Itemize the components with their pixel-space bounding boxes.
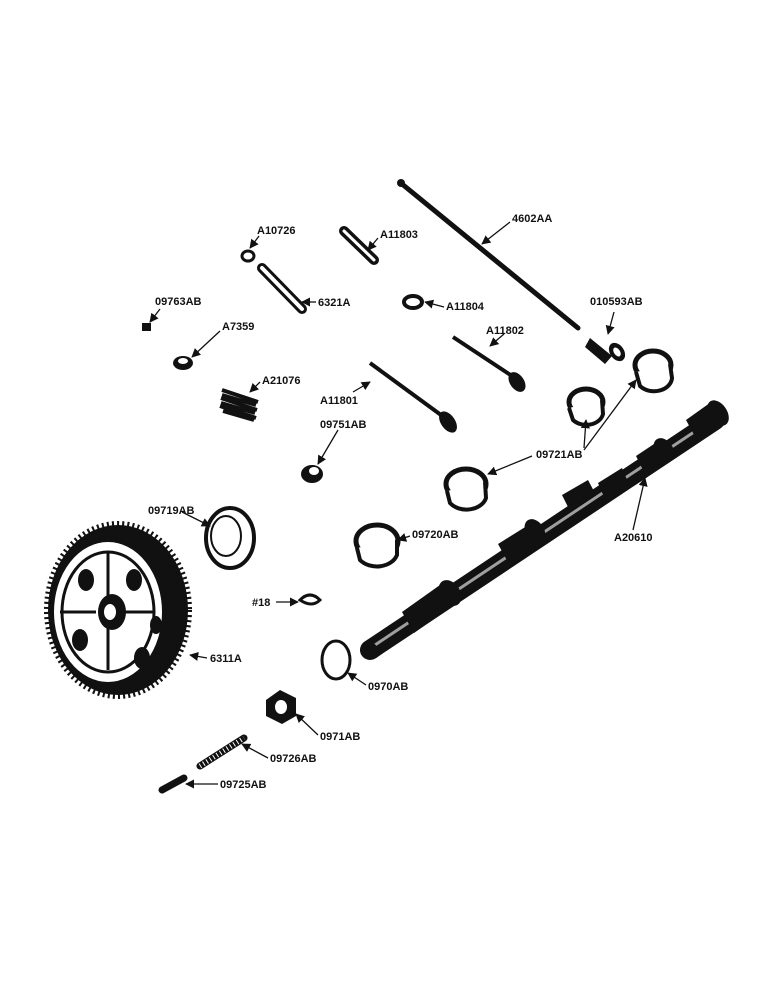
bearing-09721AB-lower [566,386,606,427]
pin-A11803 [339,226,379,265]
label-6311A: 6311A [210,653,242,665]
nut-0971AB [266,690,296,724]
woodruff-key-18 [297,593,323,606]
bearing-09721AB-upper [632,348,675,394]
push-rod-4602AA [397,179,581,331]
label-09725AB: 09725AB [220,779,267,791]
label-A11804: A11804 [446,301,485,313]
part-labels: 4602AA A11803 A10726 6321A A11804 09763A… [148,213,653,791]
bearing-09721AB-mid [443,466,489,512]
spring-A21076 [219,388,259,422]
label-010593AB: 010593AB [590,296,643,308]
label-0971AB: 0971AB [320,731,360,743]
ring-A11804 [402,294,424,310]
label-A21076: A21076 [262,375,301,387]
label-0970AB: 0970AB [368,681,408,693]
label-09763AB: 09763AB [155,296,202,308]
bearing-09720AB [353,522,401,569]
screw-09763AB [142,323,151,331]
leader-lines [149,221,648,789]
washer-0970AB [320,639,352,681]
label-A11801: A11801 [320,395,358,407]
shaft-6321A [257,263,307,314]
label-A10726: A10726 [257,225,296,237]
label-A7359: A7359 [222,321,254,333]
threaded-rod-09726AB [196,734,248,770]
label-4602AA: 4602AA [512,213,552,225]
camshaft-A20610 [360,400,729,660]
label-A11803: A11803 [380,229,418,241]
washer-A10726 [240,249,256,263]
tappet-010593AB [585,338,626,364]
label-09719AB: 09719AB [148,505,195,517]
thrust-washer-09719AB [204,506,256,570]
pin-09725AB [158,774,188,794]
retainer-A7359 [173,356,193,370]
valve-A11801 [368,361,457,433]
label-A11802: A11802 [486,325,524,337]
label-09726AB: 09726AB [270,753,317,765]
label-A20610: A20610 [614,532,653,544]
label-09721AB: 09721AB [536,449,583,461]
label-09720AB: 09720AB [412,529,459,541]
label-6321A: 6321A [318,297,350,309]
cam-gear-6311A [44,521,192,699]
valve-A11802 [451,335,526,392]
label-09751AB: 09751AB [320,419,367,431]
cup-09751AB [301,465,323,483]
label-18: #18 [252,597,270,609]
